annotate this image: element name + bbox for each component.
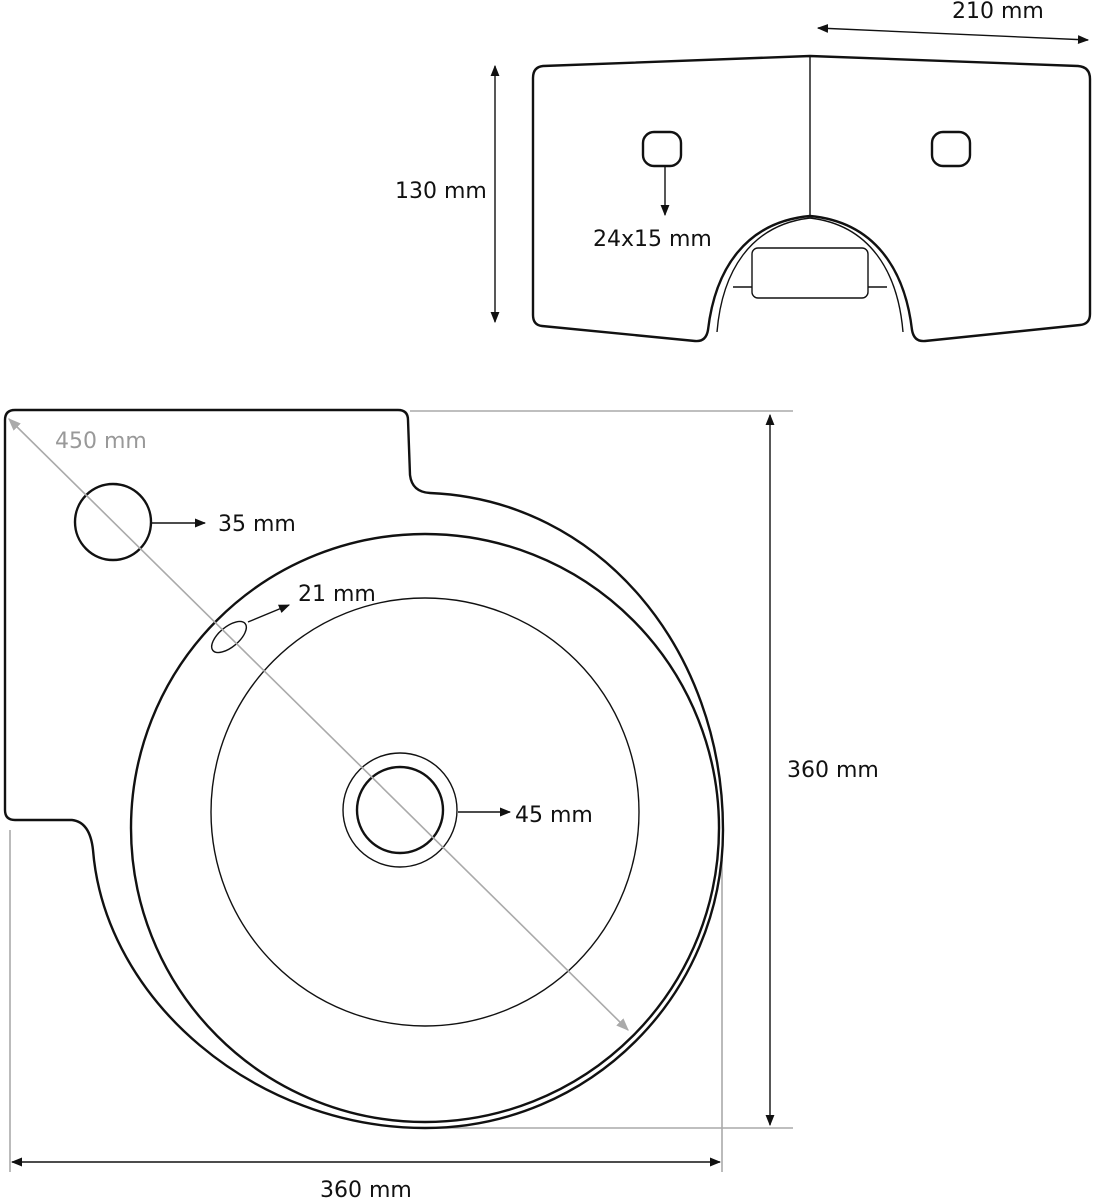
mount-hole-right [930,130,972,168]
overflow-label: 21 mm [298,582,376,607]
arch-tab [751,247,869,299]
diagonal-label: 450 mm [55,429,147,454]
width-dimension [816,23,1090,45]
drain-hole [355,765,445,855]
top-view: 24x15 mm 130 mm 210 mm [395,0,1092,343]
diagonal-dimension [8,418,629,1031]
mount-hole-left [641,130,683,168]
front-panel-outline [531,54,1092,343]
basin-rim [129,532,721,1124]
height-label: 130 mm [395,179,487,204]
tap-hole-label: 35 mm [218,512,296,537]
drain-ring [342,752,458,868]
arch-inner-edge [716,217,904,333]
hole-size-label: 24x15 mm [593,227,712,252]
plan-view: 450 mm 35 mm 21 mm 45 mm 360 mm 360 mm [3,408,879,1200]
bottom-width-label: 360 mm [320,1178,412,1200]
drain-label: 45 mm [515,803,593,828]
overflow-arrow [247,604,291,623]
width-label: 210 mm [952,0,1044,24]
depth-label: 360 mm [787,758,879,783]
